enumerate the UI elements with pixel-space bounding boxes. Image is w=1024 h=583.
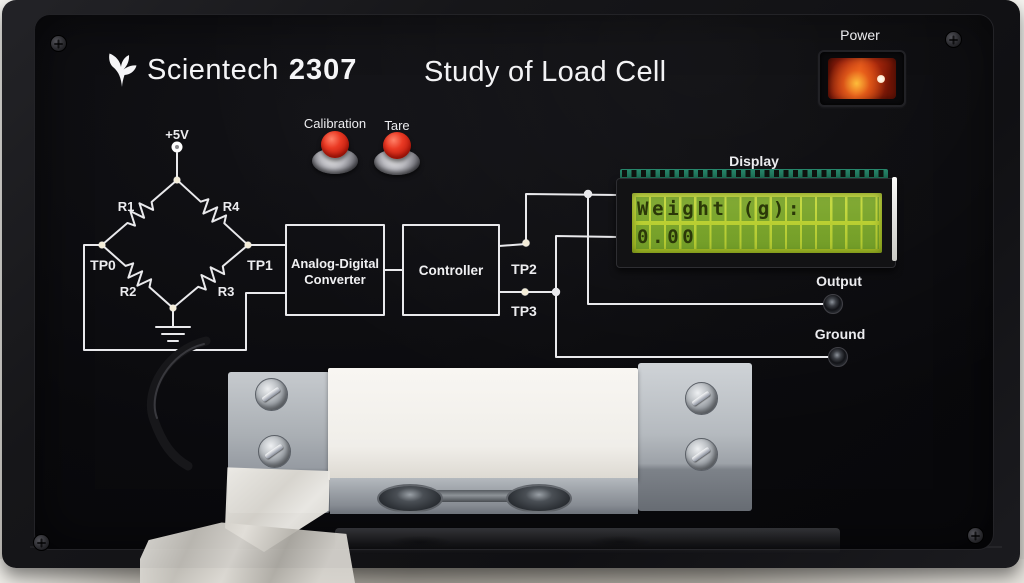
- wheatstone-bridge: [83, 152, 287, 351]
- wire-tp2-to-display: [498, 193, 619, 247]
- output-label: Output: [816, 273, 862, 289]
- tp1-label: TP1: [247, 257, 273, 273]
- r4-label: R4: [223, 199, 240, 214]
- load-cell: [225, 360, 755, 520]
- load-cell-machined-slot: [430, 490, 527, 502]
- load-cell-screw: [255, 378, 288, 411]
- adc-label-line1: Analog-Digital: [291, 256, 379, 271]
- load-cell-cable-sheen: [153, 343, 205, 419]
- lcd-edge-highlight: [892, 177, 897, 261]
- junction-dot-a: [583, 189, 593, 199]
- brand-name: Scientech: [147, 53, 279, 86]
- output-jack: [823, 294, 843, 314]
- load-cell-screw: [685, 382, 718, 415]
- tp3-pin: [520, 287, 530, 297]
- calibration-button[interactable]: [312, 131, 358, 174]
- load-cell-bore-hole-left: [377, 484, 443, 513]
- panel-reflection-band: [335, 528, 840, 554]
- tp2-pin: [521, 238, 531, 248]
- panel-screw-top-right: [945, 31, 962, 48]
- adc-block: [285, 224, 385, 316]
- lcd-display-module: Weight (g): 0.00: [616, 169, 897, 268]
- power-switch[interactable]: [818, 50, 906, 107]
- lcd-line2: 0.00: [636, 225, 879, 249]
- adc-label-line2: Converter: [304, 272, 365, 287]
- controller-label: Controller: [419, 263, 484, 278]
- resistor-R2: [95, 238, 180, 315]
- panel-screw-top-left: [50, 35, 67, 52]
- display-label: Display: [729, 153, 779, 169]
- tp2-label: TP2: [511, 261, 537, 277]
- power-label: Power: [840, 27, 880, 43]
- supply-label: +5V: [165, 127, 189, 142]
- model-number: 2307: [288, 53, 358, 86]
- r2-label: R2: [120, 284, 137, 299]
- load-cell-bore-hole-right: [506, 484, 572, 513]
- calibration-button-cap[interactable]: [321, 131, 349, 158]
- ground-symbol: [155, 307, 191, 342]
- resistor-R1: [97, 174, 182, 251]
- resistor-R3: [168, 239, 253, 314]
- tare-label: Tare: [384, 118, 410, 133]
- tare-button-cap[interactable]: [383, 132, 411, 159]
- lcd-screen: Weight (g): 0.00: [632, 193, 882, 253]
- node-pins: [98, 176, 531, 312]
- wire-to-output: [587, 193, 825, 305]
- tp3-label: TP3: [511, 303, 537, 319]
- ground-label: Ground: [815, 326, 866, 342]
- calibration-label: Calibration: [303, 116, 367, 131]
- load-cell-white-cover: [328, 368, 638, 480]
- controller-block: [402, 224, 500, 316]
- wire-to-ground: [555, 291, 830, 358]
- panel-screw-bottom-left: [33, 534, 50, 551]
- load-cell-cable: [146, 336, 211, 471]
- power-rocker-illuminated[interactable]: [828, 58, 896, 99]
- tp0-label: TP0: [90, 257, 116, 273]
- lcd-pin-header: [622, 170, 886, 177]
- lcd-line1: Weight (g):: [636, 197, 879, 221]
- brand-logo: Scientech 2307: [108, 52, 357, 88]
- power-indicator-dot: [877, 74, 885, 83]
- scientech-leaf-icon: [109, 53, 137, 87]
- load-cell-screw: [685, 438, 718, 471]
- tare-button[interactable]: [374, 132, 420, 175]
- r3-label: R3: [218, 284, 235, 299]
- r1-label: R1: [118, 199, 135, 214]
- load-cell-screw: [258, 435, 291, 468]
- panel-screw-bottom-right: [967, 527, 984, 544]
- wire-tp0-to-adc: [83, 244, 287, 351]
- junction-dot-b: [551, 287, 561, 297]
- ground-jack: [828, 347, 848, 367]
- panel-title: Study of Load Cell: [424, 56, 667, 88]
- resistor-R4: [171, 173, 254, 252]
- supply-terminal-hole: [175, 145, 179, 149]
